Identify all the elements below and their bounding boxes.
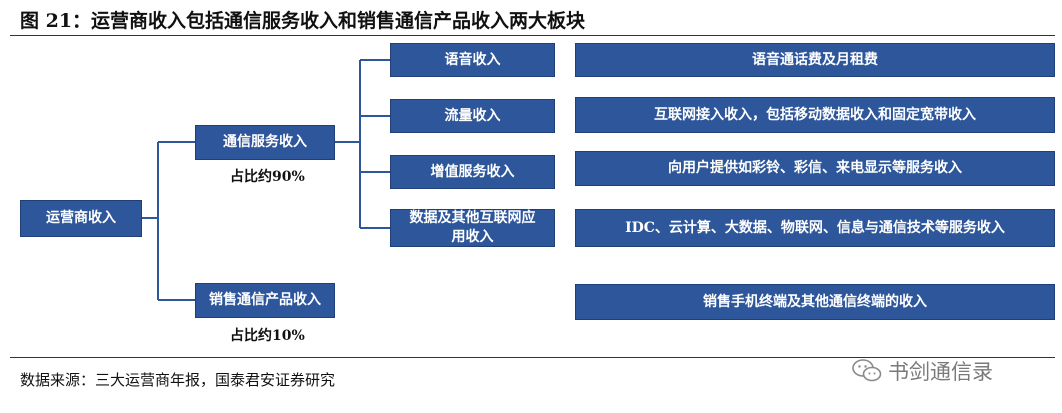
watermark-text: 书剑通信录 bbox=[888, 360, 993, 384]
source-note: 数据来源：三大运营商年报，国泰君安证券研究 bbox=[20, 371, 336, 389]
service-traffic: 流量收入 bbox=[390, 99, 555, 133]
bottom-rule bbox=[10, 357, 1055, 358]
figure-title: 图 21：运营商收入包括通信服务收入和销售通信产品收入两大板块 bbox=[20, 10, 586, 32]
wechat-icon bbox=[852, 359, 882, 382]
branch-communication-services-share: 占比约90% bbox=[230, 169, 305, 185]
detail-voice: 语音通话费及月租费 bbox=[575, 43, 1055, 77]
top-rule bbox=[10, 35, 1055, 36]
watermark: 书剑通信录 bbox=[852, 356, 993, 386]
branch-product-sales-share: 占比约10% bbox=[230, 328, 305, 344]
detail-data-internet: IDC、云计算、大数据、物联网、信息与通信技术等服务收入 bbox=[575, 209, 1055, 247]
root-box: 运营商收入 bbox=[20, 200, 142, 237]
detail-value-added: 向用户提供如彩铃、彩信、来电显示等服务收入 bbox=[575, 151, 1055, 186]
service-voice: 语音收入 bbox=[390, 43, 555, 77]
service-data-internet: 数据及其他互联网应用收入 bbox=[390, 209, 555, 247]
service-value-added: 增值服务收入 bbox=[390, 155, 555, 189]
branch-communication-services: 通信服务收入 bbox=[195, 125, 335, 160]
detail-traffic: 互联网接入收入，包括移动数据收入和固定宽带收入 bbox=[575, 97, 1055, 133]
branch-product-sales: 销售通信产品收入 bbox=[195, 283, 335, 318]
detail-product-sales: 销售手机终端及其他通信终端的收入 bbox=[575, 284, 1055, 320]
